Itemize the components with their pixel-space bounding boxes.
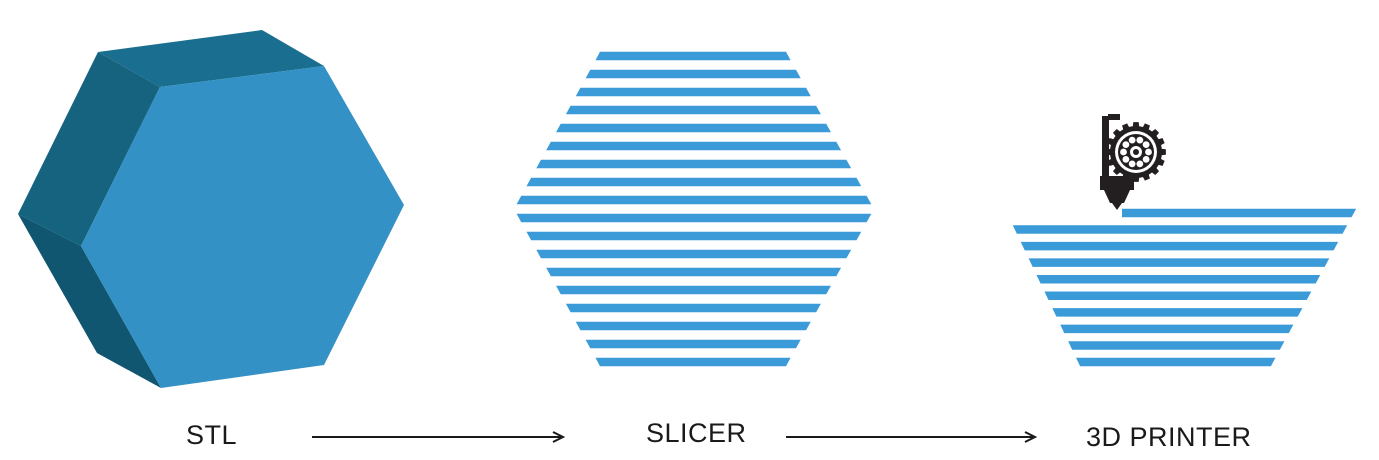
gear-hole [1142,155,1150,163]
slice-layer [556,123,831,133]
prism-top-face [98,30,324,87]
slice-layer [585,69,801,79]
printed-layer [1012,225,1348,234]
printed-layer [1044,291,1312,301]
slice-layer [536,249,852,259]
slice-layer [526,231,862,241]
arrow-slicer-to-printer [786,431,1038,443]
gear-tooth [1151,167,1160,176]
gear-hole [1142,141,1150,149]
printed-layer [1028,258,1330,267]
extruder-gear-icon [1100,114,1166,210]
gear-hole [1145,148,1152,156]
gear-hole [1128,160,1136,168]
extruder-block [1100,176,1134,190]
slice-layer [565,105,821,115]
extruder-bracket [1102,116,1109,176]
sliced-layers [516,51,872,367]
gear-hole [1128,136,1136,144]
prism-left-upper-face [18,52,160,246]
gear-hole [1122,155,1130,163]
prism-left-lower-face [18,214,161,388]
printed-layer [1020,241,1339,251]
slice-layer [585,339,801,349]
slice-layer [565,303,821,313]
gear-tooth [1112,167,1121,176]
slice-layer [546,267,842,277]
slice-layer [595,51,791,61]
slice-layer [575,321,811,331]
printed-layer [1068,341,1285,350]
gear-hole [1136,160,1144,168]
arrow-stl-to-slicer [312,431,566,443]
extruder-arm [1108,114,1120,120]
slice-layer [526,177,862,187]
gear-tooth [1112,128,1121,137]
slice-layer [516,213,872,223]
slice-layer [556,285,831,295]
printed-layer [1076,357,1276,367]
slice-layer [595,357,791,367]
gear-tooth [1151,128,1160,137]
slice-layer [536,159,852,169]
gear-tooth [1132,122,1140,128]
gear-axle [1133,149,1139,155]
extruder-nozzle [1104,190,1130,203]
slice-layer [575,87,811,97]
gear-tooth [1106,148,1112,156]
printed-layer [1122,208,1357,218]
gear [1106,122,1166,182]
printed-layer [1036,274,1321,284]
slice-layer [516,195,872,205]
extruder-tip [1112,203,1122,210]
gear-hole [1136,136,1144,144]
gear-hole [1120,148,1127,156]
printed-layer [1060,324,1294,334]
gear-tooth [1132,176,1140,182]
3d-printer-label: 3D PRINTER [1086,422,1252,452]
printed-layers [1012,208,1357,367]
gear-hole [1122,141,1130,149]
hexagonal-prism-icon [18,30,404,388]
printed-layer [1052,308,1303,317]
stl-label: STL [186,420,238,450]
prism-front-face [81,66,404,388]
slice-layer [546,141,842,151]
slicer-label: SLICER [646,418,747,448]
gear-tooth [1160,148,1166,156]
